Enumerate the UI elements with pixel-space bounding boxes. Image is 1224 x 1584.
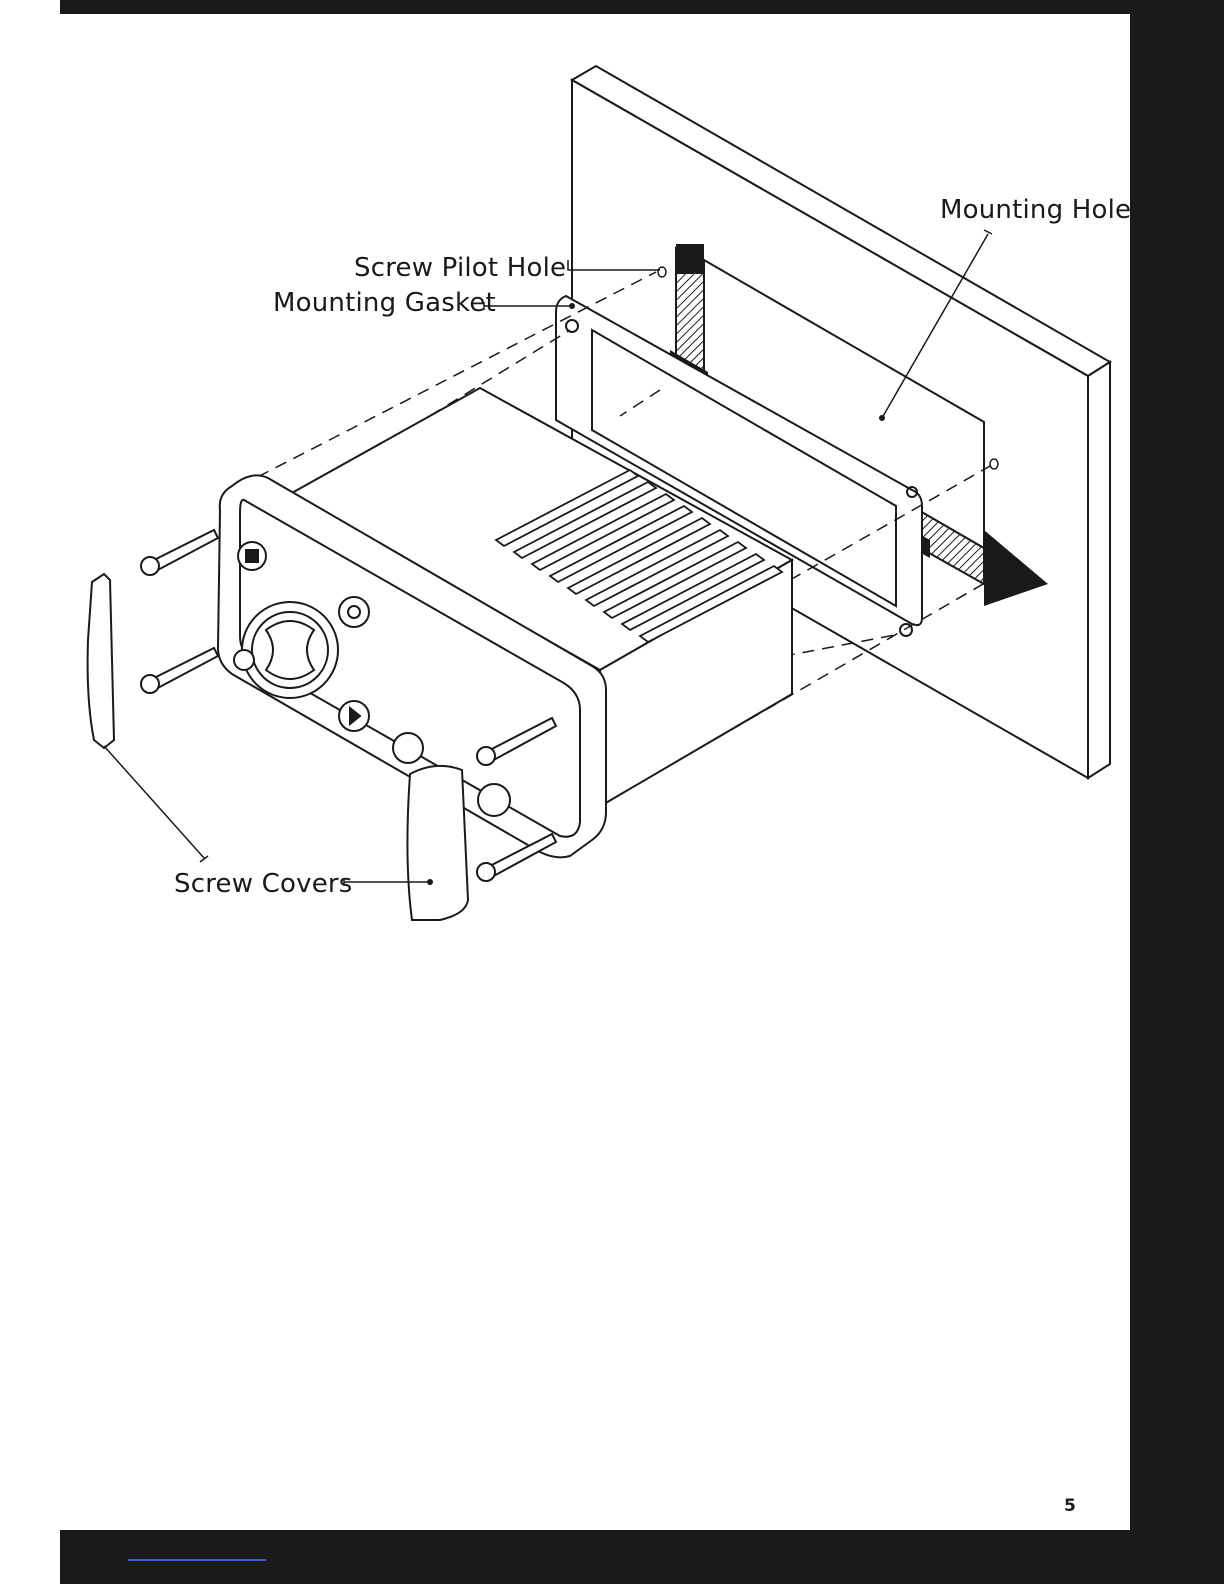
label-mounting-gasket: Mounting Gasket	[273, 288, 496, 318]
label-screw-pilot-hole: Screw Pilot Hole	[354, 253, 566, 283]
accent-line	[128, 1559, 266, 1561]
label-mounting-hole: Mounting Hole	[940, 195, 1131, 225]
control-knob	[242, 602, 338, 698]
page-number: 5	[1064, 1496, 1076, 1516]
label-screw-covers: Screw Covers	[174, 869, 353, 899]
